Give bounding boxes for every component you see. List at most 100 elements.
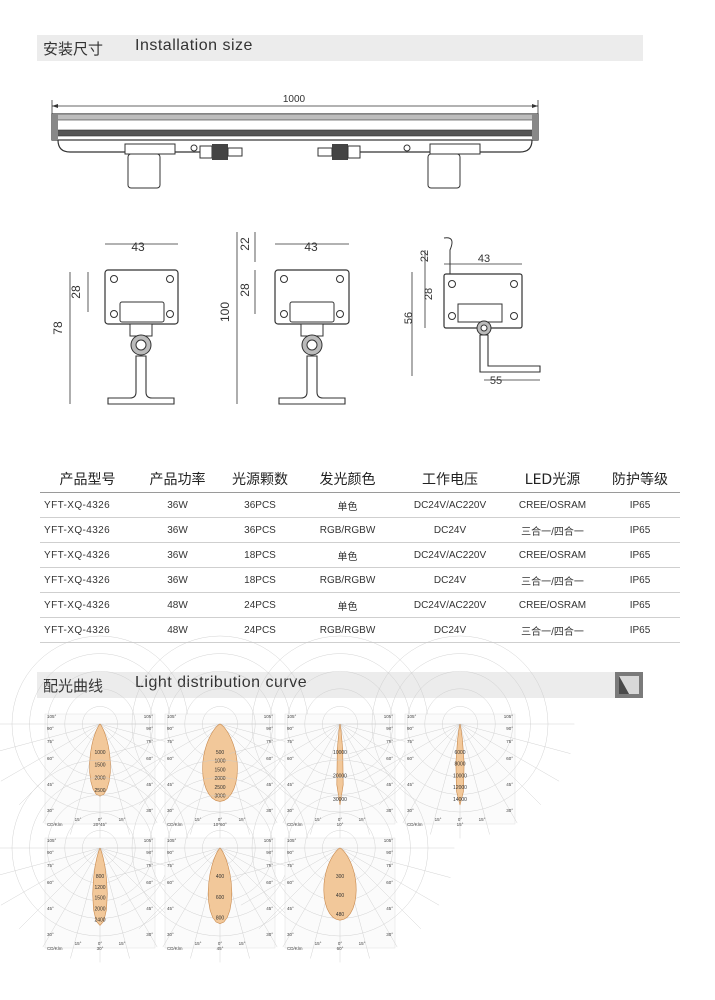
cell-power: 48W: [135, 617, 220, 643]
cell-color: RGB/RGBW: [300, 517, 395, 543]
angle-label-right: 75°: [146, 863, 153, 868]
side-total-56: 56: [403, 312, 415, 324]
angle-label-right: 45°: [146, 782, 153, 787]
angle-label-left: 105°: [167, 714, 177, 719]
grid-radial: [459, 723, 542, 806]
angle-label-left: 60°: [47, 880, 54, 885]
grid-radial: [459, 723, 571, 754]
table-row: YFT-XQ-4326 36W 36PCS 单色 DC24V/AC220V CR…: [40, 492, 680, 518]
cell-led-source: 三合一/四合一: [505, 517, 600, 543]
grid-radial: [459, 723, 560, 782]
intensity-value: 1000: [214, 759, 225, 765]
cell-led-source: 三合一/四合一: [505, 617, 600, 643]
angle-label-left: 45°: [167, 782, 174, 787]
intensity-value: 2000: [214, 776, 225, 782]
angle-label-bottom: 0°: [458, 817, 463, 822]
light-curve-6: 400600800105°90°75°60°45°30°105°90°75°60…: [105, 759, 335, 963]
angle-label-left: 60°: [47, 756, 54, 761]
intensity-value: 3000: [214, 793, 225, 799]
cell-power: 36W: [135, 542, 220, 568]
angle-label-left: 30°: [287, 932, 294, 937]
intensity-value: 12000: [453, 785, 467, 791]
cell-voltage: DC24V/AC220V: [395, 592, 505, 618]
cell-voltage: DC24V: [395, 567, 505, 593]
angle-label-left: 90°: [47, 850, 54, 855]
cell-power: 36W: [135, 567, 220, 593]
angle-label-bottom: 15°: [359, 817, 366, 822]
column-header-color: 发光颜色: [300, 466, 395, 493]
angle-label-right: 60°: [146, 880, 153, 885]
angle-label-right: 75°: [266, 739, 273, 744]
grid-radial: [459, 723, 490, 835]
angle-label-bottom: 0°: [218, 817, 223, 822]
cell-model: YFT-XQ-4326: [40, 592, 135, 618]
grid-radial: [378, 723, 461, 806]
angle-label-right: 105°: [144, 714, 154, 719]
angle-label-right: 30°: [266, 808, 273, 813]
angle-label-right: 30°: [506, 808, 513, 813]
column-header-ip-rating: 防护等级: [600, 466, 680, 493]
grid-radial: [430, 723, 461, 835]
grid-radial: [310, 723, 341, 835]
side-width-dimension: 43: [478, 253, 490, 265]
angle-label-bottom: 0°: [338, 817, 343, 822]
cell-voltage: DC24V/AC220V: [395, 492, 505, 518]
cell-led-source: CREE/OSRAM: [505, 492, 600, 518]
spec-table: 产品型号 产品功率 光源颗数 发光颜色 工作电压 LED光源 防护等级 YFT-…: [40, 466, 680, 643]
light-curve-1: 1000150020002500105°90°75°60°45°30°105°9…: [0, 635, 215, 839]
intensity-value: 1200: [94, 885, 105, 891]
angle-label-left: 105°: [407, 714, 417, 719]
grid-radial: [120, 723, 221, 782]
angle-label-left: 75°: [287, 863, 294, 868]
angle-label-left: 60°: [287, 880, 294, 885]
angle-label-right: 75°: [146, 739, 153, 744]
cell-led-count: 18PCS: [220, 567, 300, 593]
light-curve-5: 8001200150020002400105°90°75°60°45°30°10…: [0, 759, 215, 963]
front-view-drawing: 43 28 78: [51, 240, 179, 405]
cell-model: YFT-XQ-4326: [40, 517, 135, 543]
intensity-value: 800: [96, 874, 105, 880]
grid-radial: [0, 847, 101, 876]
angle-label-left: 45°: [167, 906, 174, 911]
angle-label-bottom: 15°: [359, 941, 366, 946]
angle-label-bottom: 15°: [119, 941, 126, 946]
angle-label-left: 30°: [47, 808, 54, 813]
angle-label-left: 75°: [47, 863, 54, 868]
angle-label-left: 60°: [407, 756, 414, 761]
column-header-voltage: 工作电压: [395, 466, 505, 493]
angle-label-bottom: 15°: [239, 941, 246, 946]
side-profile-drawing: 22 43 28 56 55: [403, 237, 541, 387]
cell-power: 36W: [135, 517, 220, 543]
angle-label-left: 45°: [47, 782, 54, 787]
corner-logo-icon: [615, 672, 643, 698]
grid-radial: [99, 847, 158, 948]
cell-led-source: CREE/OSRAM: [505, 592, 600, 618]
angle-label-bottom: 15°: [75, 817, 82, 822]
beam-curve: [336, 724, 344, 806]
angle-label-right: 30°: [146, 808, 153, 813]
grid-radial: [339, 847, 451, 878]
installation-size-header: 安装尺寸 Installation size: [37, 35, 643, 61]
mid-height-28: 28: [238, 283, 252, 297]
cell-power: 48W: [135, 592, 220, 618]
angle-label-right: 105°: [144, 838, 154, 843]
mid-width-dimension: 43: [304, 240, 318, 254]
cell-led-count: 36PCS: [220, 492, 300, 518]
angle-label-left: 45°: [407, 782, 414, 787]
table-row: YFT-XQ-4326 36W 18PCS RGB/RGBW DC24V 三合一…: [40, 567, 680, 593]
angle-label-left: 60°: [167, 880, 174, 885]
table-row: YFT-XQ-4326 36W 18PCS 单色 DC24V/AC220V CR…: [40, 542, 680, 568]
angle-label-left: 75°: [47, 739, 54, 744]
angle-label-right: 60°: [266, 756, 273, 761]
angle-label-left: 45°: [287, 906, 294, 911]
section-title-zh: 配光曲线: [43, 677, 104, 695]
angle-label-left: 60°: [167, 756, 174, 761]
intensity-value: 10000: [453, 774, 467, 780]
cell-model: YFT-XQ-4326: [40, 492, 135, 518]
angle-label-right: 75°: [386, 863, 393, 868]
light-curve-7: 300400480105°90°75°60°45°30°105°90°75°60…: [225, 759, 455, 963]
grid-radial: [42, 723, 101, 824]
cell-led-source: CREE/OSRAM: [505, 542, 600, 568]
angle-label-left: 105°: [167, 838, 177, 843]
beam-angle-label: 20*45°: [93, 822, 107, 827]
